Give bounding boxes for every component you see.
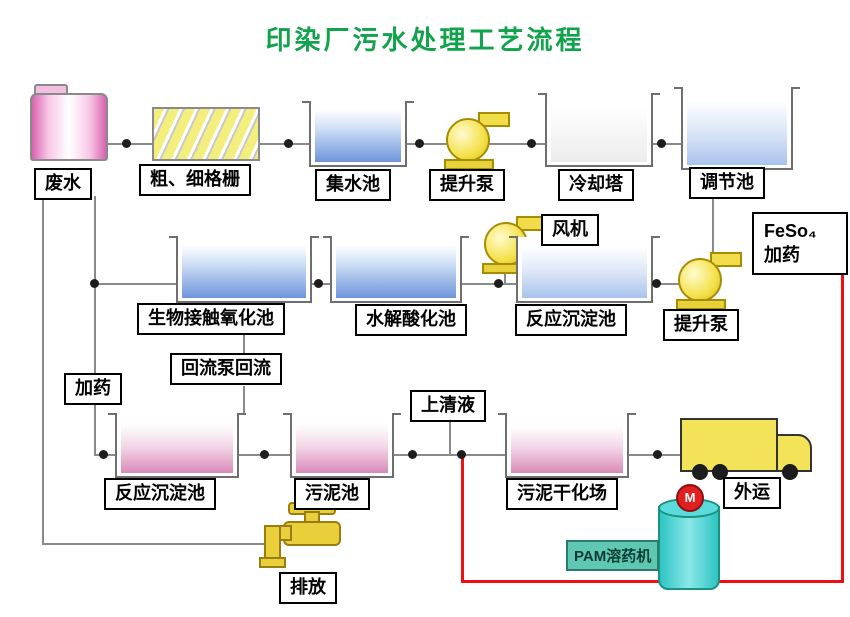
dosing-line	[461, 580, 844, 583]
collect-tank-icon	[302, 101, 414, 167]
pam-machine-icon: M	[658, 484, 720, 590]
label-wastewater: 废水	[34, 168, 92, 200]
tank-fill	[182, 245, 306, 298]
dosing-line	[841, 270, 844, 583]
tank-fill	[315, 110, 401, 162]
label-screen: 粗、细格栅	[139, 164, 251, 196]
connector-line	[42, 543, 264, 545]
connector-line	[243, 334, 245, 353]
pump-spout	[478, 112, 510, 127]
label-lift-pump: 提升泵	[429, 169, 505, 201]
connector-line	[449, 418, 451, 455]
junction-dot	[408, 450, 417, 459]
tank-fill	[551, 106, 647, 162]
tank-fill	[511, 426, 623, 473]
label-pam-machine: PAM溶药机	[566, 540, 660, 571]
connector-line	[647, 283, 679, 285]
pump-spout	[710, 252, 742, 267]
jar-body	[30, 93, 108, 161]
connector-line	[623, 454, 682, 456]
tank-fill	[296, 424, 388, 473]
label-reflux: 回流泵回流	[170, 353, 282, 385]
tank-fill	[121, 424, 233, 473]
label-sedimentation-tank2: 反应沉淀池	[104, 478, 216, 510]
bar-screen-icon	[152, 107, 260, 161]
junction-dot	[652, 279, 661, 288]
label-sludge-tank: 污泥池	[294, 478, 370, 510]
feso4-text: FeSo₄	[764, 221, 817, 241]
label-transport: 外运	[723, 477, 781, 509]
label-collect-tank: 集水池	[315, 169, 391, 201]
label-discharge: 排放	[279, 572, 337, 604]
junction-dot	[90, 279, 99, 288]
connector-line	[42, 196, 44, 544]
truck-cab	[776, 434, 812, 472]
pump-body	[678, 258, 722, 302]
page-title: 印染厂污水处理工艺流程	[265, 25, 585, 55]
junction-dot	[284, 139, 293, 148]
cylinder-body	[658, 506, 720, 590]
label-bio-tank: 生物接触氧化池	[137, 303, 285, 335]
connector-line	[243, 386, 245, 415]
truck-wheel	[712, 464, 728, 480]
sedimentation-tank2-icon	[108, 413, 246, 478]
label-supernatant: 上清液	[410, 390, 486, 422]
junction-dot	[494, 279, 503, 288]
pump-body	[446, 118, 490, 162]
connector-line	[456, 283, 518, 285]
truck-icon	[680, 414, 814, 482]
sludge-tank-icon	[283, 413, 401, 478]
sludge-drying-icon	[498, 413, 636, 478]
connector-line	[712, 196, 714, 254]
faucet-tip	[259, 557, 286, 568]
hydrolysis-tank-icon	[323, 236, 469, 303]
junction-dot	[457, 450, 466, 459]
connector-line	[388, 454, 507, 456]
label-regulating-tank: 调节池	[689, 167, 765, 199]
faucet-icon	[256, 502, 342, 568]
junction-dot	[415, 139, 424, 148]
wastewater-tank-icon	[30, 84, 110, 161]
connector-line	[94, 196, 96, 456]
lift-pump-icon	[444, 112, 510, 170]
junction-dot	[653, 450, 662, 459]
truck-body	[680, 418, 778, 472]
label-feso4-dosing: FeSo₄ 加药	[752, 212, 848, 275]
regulating-tank-icon	[674, 87, 800, 170]
junction-dot	[527, 139, 536, 148]
label-hydrolysis-tank: 水解酸化池	[355, 304, 467, 336]
junction-dot	[314, 279, 323, 288]
lift-pump2-icon	[676, 252, 742, 310]
cooling-tower-icon	[538, 93, 660, 167]
truck-wheel	[782, 464, 798, 480]
sedimentation-tank-icon	[509, 236, 660, 303]
dosing-text: 加药	[764, 245, 800, 266]
junction-dot	[657, 139, 666, 148]
label-cooling-tower: 冷却塔	[558, 169, 634, 201]
junction-dot	[260, 450, 269, 459]
label-fan: 风机	[541, 214, 599, 246]
label-lift-pump2: 提升泵	[663, 309, 739, 341]
junction-dot	[99, 450, 108, 459]
tank-fill	[522, 247, 647, 298]
tank-fill	[336, 245, 456, 298]
tank-fill	[687, 100, 787, 165]
label-sedimentation-tank: 反应沉淀池	[515, 304, 627, 336]
dosing-line	[461, 455, 464, 583]
motor-icon: M	[676, 484, 704, 512]
label-sludge-drying: 污泥干化场	[506, 478, 618, 510]
bio-oxidation-tank-icon	[169, 236, 319, 303]
faucet-body	[283, 521, 341, 546]
truck-wheel	[692, 464, 708, 480]
label-dosing-left: 加药	[64, 373, 122, 405]
connector-line	[94, 283, 178, 285]
junction-dot	[122, 139, 131, 148]
